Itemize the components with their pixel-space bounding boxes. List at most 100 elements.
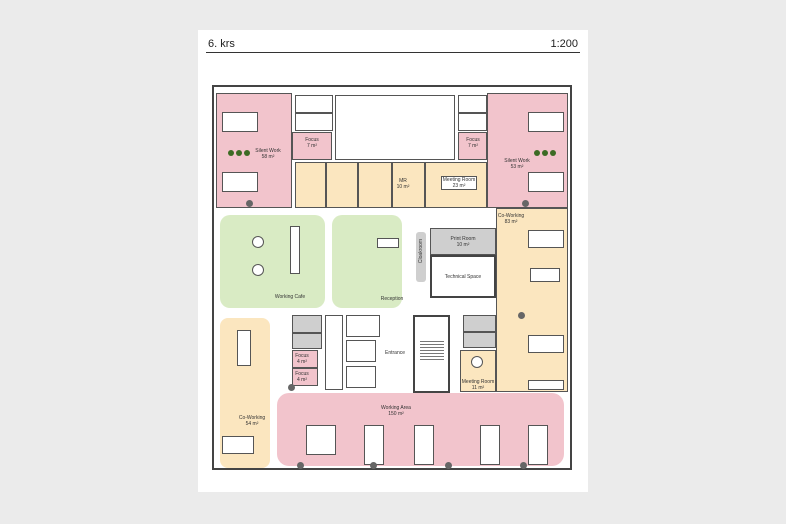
room-meeting-small-3: [358, 162, 392, 208]
plant-icon: [550, 150, 556, 156]
column: [518, 312, 525, 319]
desk: [528, 112, 564, 132]
storage: [458, 95, 487, 113]
desk: [306, 425, 336, 455]
shaft: [325, 315, 343, 390]
meeting-table: [441, 176, 477, 190]
room-label-text: Working Area: [381, 405, 411, 411]
room-label-text: 54 m²: [245, 421, 259, 427]
room-label-text: 23 m²: [452, 183, 466, 189]
room-label-text: Co-Working: [497, 213, 525, 219]
zone-working-cafe: [220, 215, 325, 308]
wc: [463, 332, 496, 348]
desk: [480, 425, 500, 465]
column: [520, 462, 527, 469]
zone-reception: [332, 215, 402, 308]
desk: [222, 172, 258, 192]
wc: [292, 333, 322, 349]
room-label-text: Meeting Room: [442, 177, 476, 183]
room-focus-left: [292, 132, 332, 160]
plant-icon: [244, 150, 250, 156]
reception-desk: [377, 238, 399, 248]
elevator: [346, 366, 376, 388]
plant-icon: [534, 150, 540, 156]
room-label-text: 4 m²: [297, 377, 307, 383]
room-label: Cloakroom: [418, 238, 424, 264]
room-label: Entrance: [384, 350, 406, 356]
room-focus-small-2: [292, 368, 318, 386]
room-label: Technical Space: [444, 274, 482, 280]
meeting-table: [237, 330, 251, 366]
room-meeting-small-2: [326, 162, 358, 208]
column: [288, 384, 295, 391]
chair: [252, 236, 264, 248]
room-label-text: Silent Work: [504, 158, 530, 164]
room-label-text: Focus: [295, 353, 309, 359]
desk: [222, 112, 258, 132]
room-label-text: 11 m²: [471, 385, 485, 391]
room-label-text: 10 m²: [396, 184, 410, 190]
plant-icon: [228, 150, 234, 156]
room-label: Reception: [380, 296, 404, 302]
storage: [295, 95, 333, 113]
desk: [528, 172, 564, 192]
cloakroom: [416, 232, 426, 282]
room-label-text: Focus: [295, 371, 309, 377]
room-label-text: 58 m²: [261, 154, 275, 160]
scale-label: 1:200: [550, 38, 578, 50]
column: [522, 200, 529, 207]
room-label-text: Co-Working: [238, 415, 266, 421]
room-technical-space: [430, 255, 496, 298]
room-label-text: 53 m²: [510, 164, 524, 170]
desk: [414, 425, 434, 465]
room-meeting-small-1: [295, 162, 326, 208]
desk: [530, 268, 560, 282]
room-label-text: 10 m²: [456, 242, 470, 248]
desk: [222, 436, 254, 454]
storage: [458, 113, 487, 131]
desk: [528, 335, 564, 353]
room-label-text: Focus: [466, 137, 480, 143]
column: [370, 462, 377, 469]
room-label-text: Print Room: [450, 236, 476, 242]
chair: [252, 264, 264, 276]
wc: [463, 315, 496, 332]
room-focus-small-1: [292, 350, 318, 368]
bench: [290, 226, 300, 274]
plant-icon: [542, 150, 548, 156]
room-label-text: 4 m²: [297, 359, 307, 365]
room-label-text: Meeting Room: [461, 379, 495, 385]
storage: [295, 113, 333, 131]
floor-label: 6. krs: [208, 38, 235, 50]
chair: [471, 356, 483, 368]
desk: [364, 425, 384, 465]
atrium-void: [335, 95, 455, 160]
elevator: [346, 315, 380, 337]
room-label-text: MR: [399, 178, 407, 184]
room-label-text: Focus: [305, 137, 319, 143]
header-divider: [206, 52, 580, 53]
column: [445, 462, 452, 469]
room-print-room: [430, 228, 496, 255]
column: [246, 200, 253, 207]
wc: [292, 315, 322, 333]
room-label-text: 83 m²: [504, 219, 518, 225]
room-focus-right: [458, 132, 487, 160]
elevator: [346, 340, 376, 362]
plant-icon: [236, 150, 242, 156]
column: [297, 462, 304, 469]
stairs: [420, 340, 444, 362]
desk: [528, 380, 564, 390]
